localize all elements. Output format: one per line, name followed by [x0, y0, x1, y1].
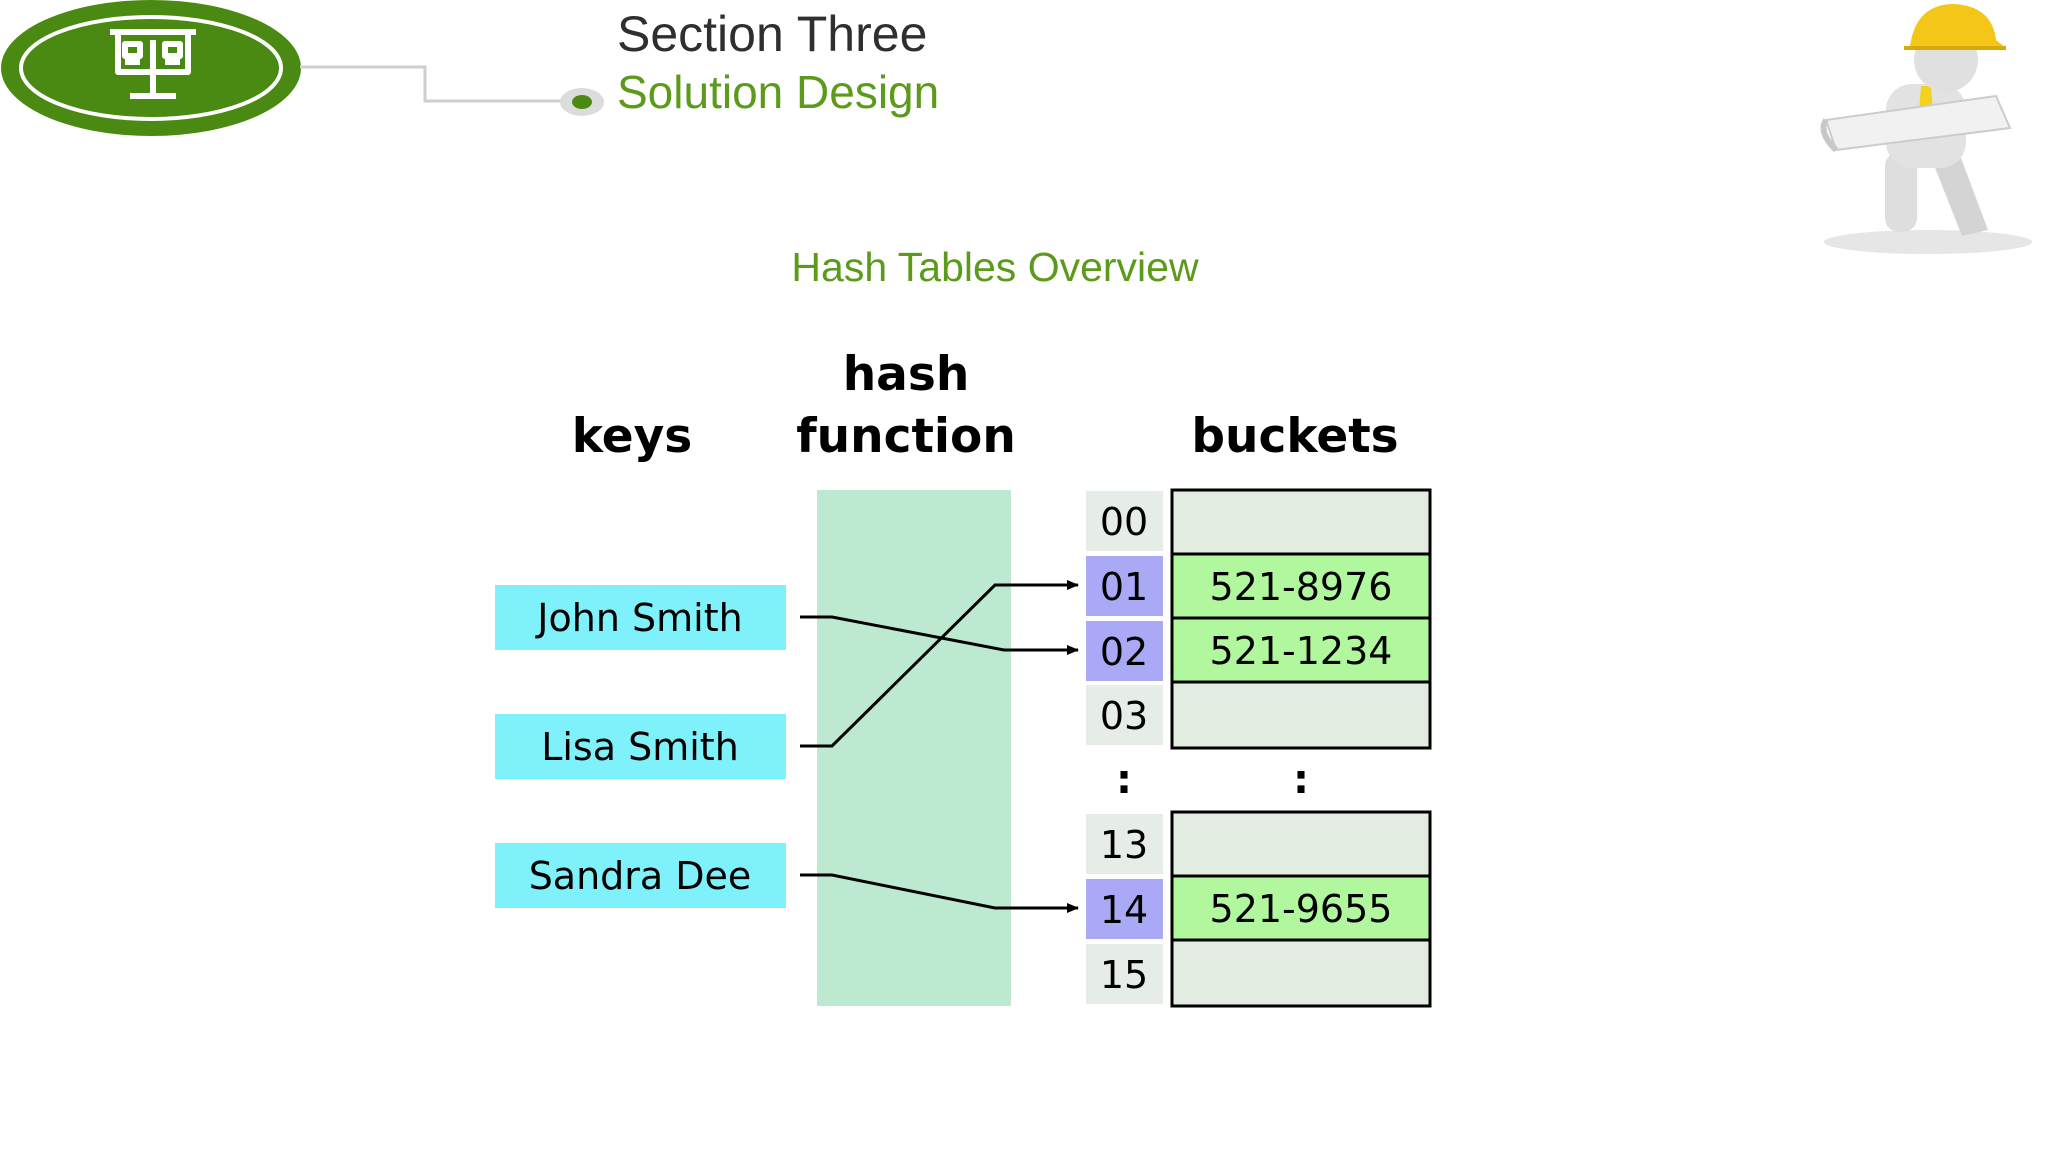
index-ellipsis: :: [1116, 757, 1132, 803]
bucket-ellipsis: :: [1293, 757, 1309, 803]
index-label: 13: [1100, 823, 1148, 867]
index-label: 14: [1100, 888, 1148, 932]
index-label: 15: [1100, 953, 1148, 997]
buckets-heading: buckets: [1191, 409, 1398, 464]
bucket-value: 521-9655: [1210, 887, 1393, 931]
index-label: 03: [1100, 694, 1148, 738]
key-label: John Smith: [535, 596, 742, 640]
hash-function-band: [817, 490, 1011, 1006]
bucket-cell: [1172, 682, 1430, 748]
key-label: Lisa Smith: [541, 725, 739, 769]
bucket-cell: [1172, 490, 1430, 554]
index-label: 02: [1100, 630, 1148, 674]
bucket-value: 521-8976: [1210, 565, 1393, 609]
hash-heading-line2: function: [796, 409, 1016, 464]
index-label: 01: [1100, 565, 1148, 609]
hash-heading-line1: hash: [843, 347, 970, 402]
bucket-cell: [1172, 940, 1430, 1006]
bucket-cell: [1172, 812, 1430, 876]
bucket-value: 521-1234: [1210, 629, 1393, 673]
key-label: Sandra Dee: [529, 854, 752, 898]
keys-heading: keys: [572, 409, 692, 464]
index-label: 00: [1100, 500, 1148, 544]
